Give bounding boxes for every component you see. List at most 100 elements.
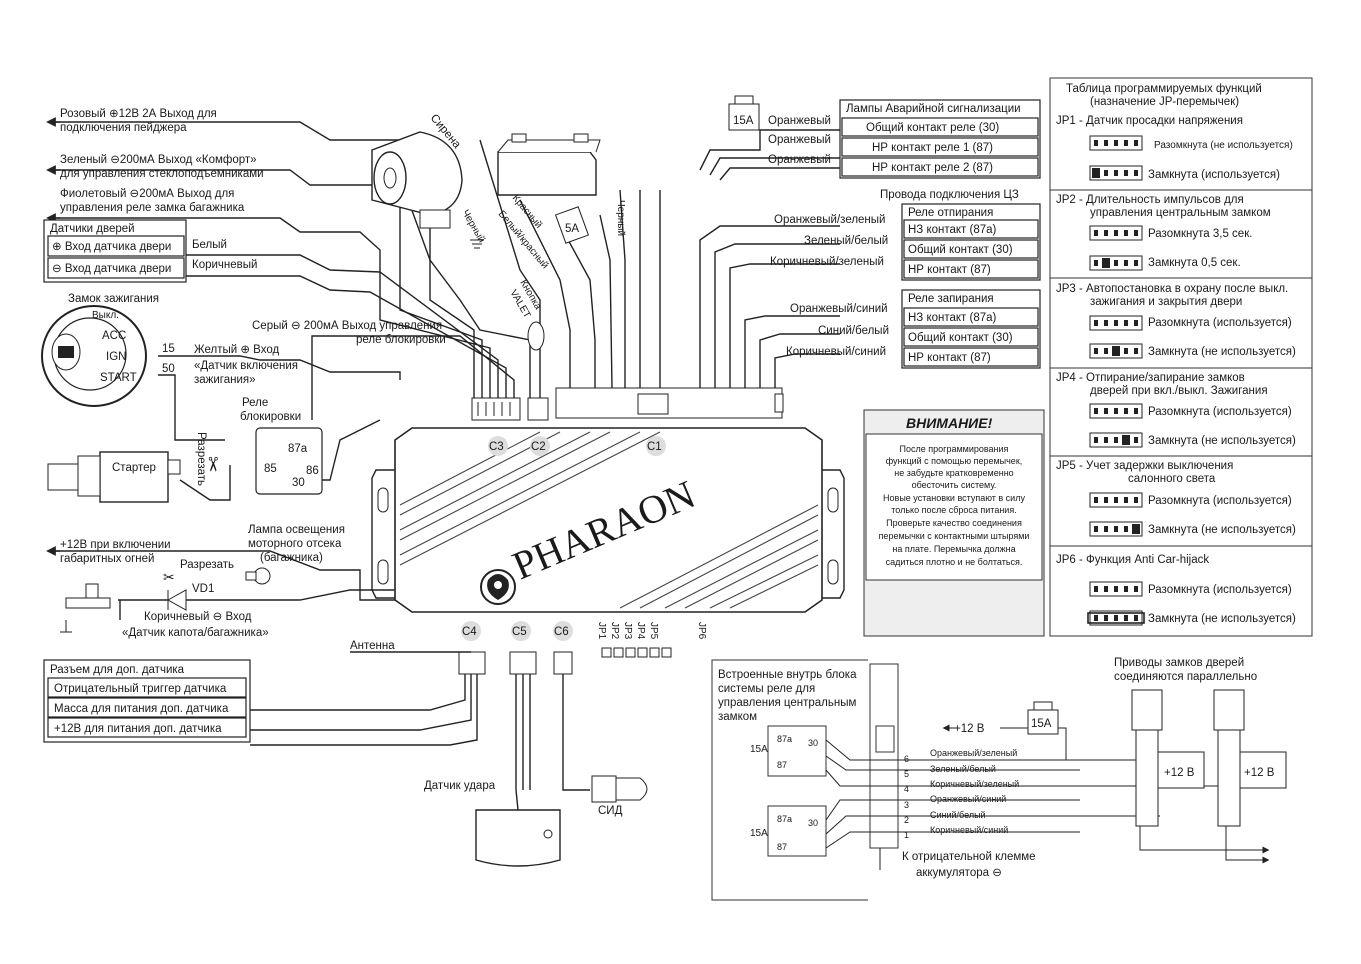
warning-line-1: После программирования [900, 444, 1009, 454]
diode-label: VD1 [192, 583, 214, 595]
relay-30: 30 [292, 477, 305, 489]
builtin-wire-3-num: 3 [904, 800, 909, 810]
hazard-wire-1: Оранжевый [768, 115, 831, 127]
jp-table-title-2: (назначение JP-перемычек) [1090, 96, 1239, 108]
warning-line-5: Новые установки вступают в силу [883, 493, 1025, 503]
extra-sensor-title: Разъем для доп. датчика [50, 664, 185, 676]
ignition-pos-start: START [100, 372, 137, 384]
builtin-wire-5: Зеленый/белый [930, 764, 996, 774]
unlock-row-2: Общий контакт (30) [908, 244, 1013, 256]
ignition-key-icon [51, 333, 81, 371]
relay-85: 85 [264, 463, 277, 475]
green-output-label: Зеленый ⊖200мА Выход «Комфорт» [60, 154, 257, 166]
builtin-wire-2: Синий/белый [930, 810, 986, 820]
jp5-label: JP5 [648, 622, 659, 640]
warning-line-4: обесточить систему. [912, 480, 997, 490]
jp5-desc: JP5 - Учет задержки выключения [1056, 460, 1233, 472]
door-sensor-minus: ⊖ Вход датчика двери [52, 263, 171, 275]
jp4-label: JP4 [635, 622, 646, 640]
connector-c4-plug [458, 651, 486, 675]
parking-lights-label: +12В при включении [60, 539, 171, 551]
relay-87a: 87а [288, 443, 308, 455]
jumper-open-icon [1089, 492, 1143, 508]
lock-row-2: Общий контакт (30) [908, 332, 1013, 344]
relay-title: Реле [242, 397, 268, 409]
builtin-ground-2: аккумулятора ⊖ [916, 867, 1002, 879]
jp2-label: JP2 [609, 622, 620, 640]
builtin-wire-6: Оранжевый/зеленый [930, 748, 1017, 758]
door-actuators: Приводы замков дверей соединяются паралл… [1114, 657, 1287, 827]
jp1-desc: JP1 - Датчик просадки напряжения [1056, 115, 1243, 127]
hazard-row-1: Общий контакт реле (30) [866, 122, 999, 134]
relay1-fuse: 15А [750, 744, 768, 755]
ignition-pin50: 50 [162, 363, 175, 375]
jumper-open-icon [1089, 135, 1143, 151]
led: СИД [591, 775, 648, 817]
jp4-opt1: Разомкнута (используется) [1148, 406, 1292, 418]
connector-c2-plug [527, 397, 549, 421]
extra-sensor-box: Разъем для доп. датчика Отрицательный тр… [43, 659, 251, 743]
siren: Сирена Черный [371, 112, 487, 249]
ground-icon [470, 239, 484, 249]
jp4-desc: JP4 - Отпирание/запирание замков [1056, 372, 1245, 384]
lock-wire-3: Коричневый/синий [786, 346, 886, 358]
hood-sensor-label: «Датчик капота/багажника» [122, 627, 269, 639]
hazard-row-2: НР контакт реле 1 (87) [872, 142, 993, 154]
jp6-opt1: Разомкнута (используется) [1148, 584, 1292, 596]
siren-black-wire: Черный [459, 208, 487, 245]
warning-line-9: на плате. Перемычка должна [892, 544, 1015, 554]
relay-86: 86 [306, 465, 319, 477]
jp3-opt1: Разомкнута (используется) [1148, 317, 1292, 329]
connector-c6-label: C6 [554, 626, 569, 638]
builtin-wire-6-num: 6 [904, 754, 909, 764]
central-lock-title: Провода подключения ЦЗ [880, 189, 1019, 201]
hood-lamp-label: Лампа освещения [248, 524, 345, 536]
yellow-wire-label-3: зажигания» [194, 374, 256, 386]
fuse-5a: 5А [554, 206, 590, 244]
jumper-closed-icon [1089, 255, 1143, 271]
hazard-fuse-icon: 15А [728, 95, 760, 131]
jp1-opt1: Разомкнута (не используется) [1154, 140, 1293, 151]
builtin-wire-5-num: 5 [904, 769, 909, 779]
svg-text:15А: 15А [1031, 718, 1052, 730]
builtin-ground: К отрицательной клемме [902, 851, 1036, 863]
jp-table-title: Таблица программируемых функций [1066, 83, 1262, 95]
door-sensors-title: Датчики дверей [50, 223, 135, 235]
unlock-wire-3: Коричневый/зеленый [770, 256, 884, 268]
gray-wire-label-2: реле блокировки [356, 334, 446, 346]
relay2-87a: 87а [777, 814, 792, 824]
ignition-lock: Замок зажигания Выкл. ACC IGN START 15 5… [41, 293, 446, 407]
connector-c6-plug [553, 651, 573, 675]
yellow-wire-label-2: «Датчик включения [194, 360, 298, 372]
builtin-title-3: управления центральным [718, 697, 856, 709]
parking-lights-label-2: габаритных огней [60, 553, 154, 565]
svg-text:15А: 15А [733, 115, 754, 127]
lamp-icon [245, 567, 271, 585]
hood-switch-icon [60, 583, 111, 633]
lock-wire-1: Оранжевый/синий [790, 303, 888, 315]
jp5-opt1: Разомкнута (используется) [1148, 495, 1292, 507]
warning-line-6: только после сброса питания. [891, 505, 1016, 515]
jp3-opt2: Замкнута (не используется) [1148, 346, 1296, 358]
builtin-plus12: +12 В [954, 723, 985, 735]
scissors-icon: ✂ [201, 456, 223, 473]
antenna-label: Антенна [350, 640, 395, 652]
jp3-desc: JP3 - Автопостановка в охрану после выкл… [1056, 283, 1288, 295]
unlock-relay-title: Реле отпирания [908, 207, 993, 219]
hazard-wire-3: Оранжевый [768, 154, 831, 166]
door-sensors-box: Датчики дверей ⊕ Вход датчика двери ⊖ Вх… [43, 219, 257, 283]
relay-cut-label: Разрезать [195, 432, 207, 486]
warning-line-8: перемычки с контактными штырями [879, 531, 1030, 541]
relay2-30: 30 [808, 818, 818, 828]
pink-output-label: Розовый ⊕12В 2А Выход для [60, 108, 217, 120]
jumper-open-icon [1089, 225, 1143, 241]
jumper-open-icon [1089, 403, 1143, 419]
connector-c1-plug [555, 387, 784, 419]
connector-c5-label: C5 [512, 626, 527, 638]
led-label: СИД [598, 805, 623, 817]
jumper-closed-icon [1089, 432, 1143, 448]
hazard-row-3: НР контакт реле 2 (87) [872, 162, 993, 174]
ignition-pos-off: Выкл. [92, 310, 119, 321]
starter-label: Стартер [112, 462, 156, 474]
jumper-closed-icon [1089, 521, 1143, 537]
